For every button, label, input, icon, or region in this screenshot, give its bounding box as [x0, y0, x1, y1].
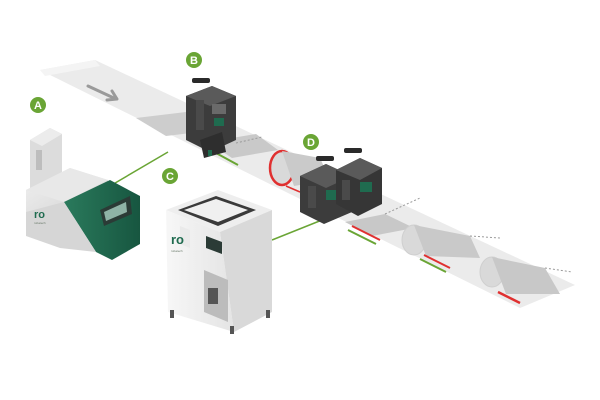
melter-unit-a: ro robatech — [26, 128, 140, 260]
application-head-b — [186, 78, 236, 158]
marker-a-label: A — [34, 100, 42, 112]
application-head-d — [300, 148, 382, 224]
marker-a-circle — [30, 97, 46, 113]
arrow-right-icon — [86, 84, 119, 102]
product-box-4 — [345, 197, 421, 245]
marker-a[interactable]: A — [30, 97, 46, 113]
connector-line-c — [271, 219, 323, 241]
marker-c-label: C — [166, 171, 174, 183]
connector-line-a — [109, 151, 169, 187]
marker-b-label: B — [190, 55, 198, 67]
marker-b-circle — [186, 52, 202, 68]
marker-b[interactable]: B — [186, 52, 202, 68]
marker-c[interactable]: C — [162, 168, 178, 184]
brand-sublabel-a: robatech — [34, 221, 46, 225]
product-box-5-cylinder — [401, 224, 501, 273]
product-box-6-cylinder — [479, 256, 573, 305]
brand-logo-c: ro — [171, 232, 184, 247]
brand-sublabel-c: robatech — [171, 249, 183, 253]
marker-d-label: D — [307, 137, 315, 149]
brand-logo-a: ro — [34, 209, 45, 221]
marker-c-circle — [162, 168, 178, 184]
marker-d[interactable]: D — [303, 134, 319, 150]
control-cabinet-c: ro robatech — [166, 190, 272, 334]
marker-d-circle — [303, 134, 319, 150]
